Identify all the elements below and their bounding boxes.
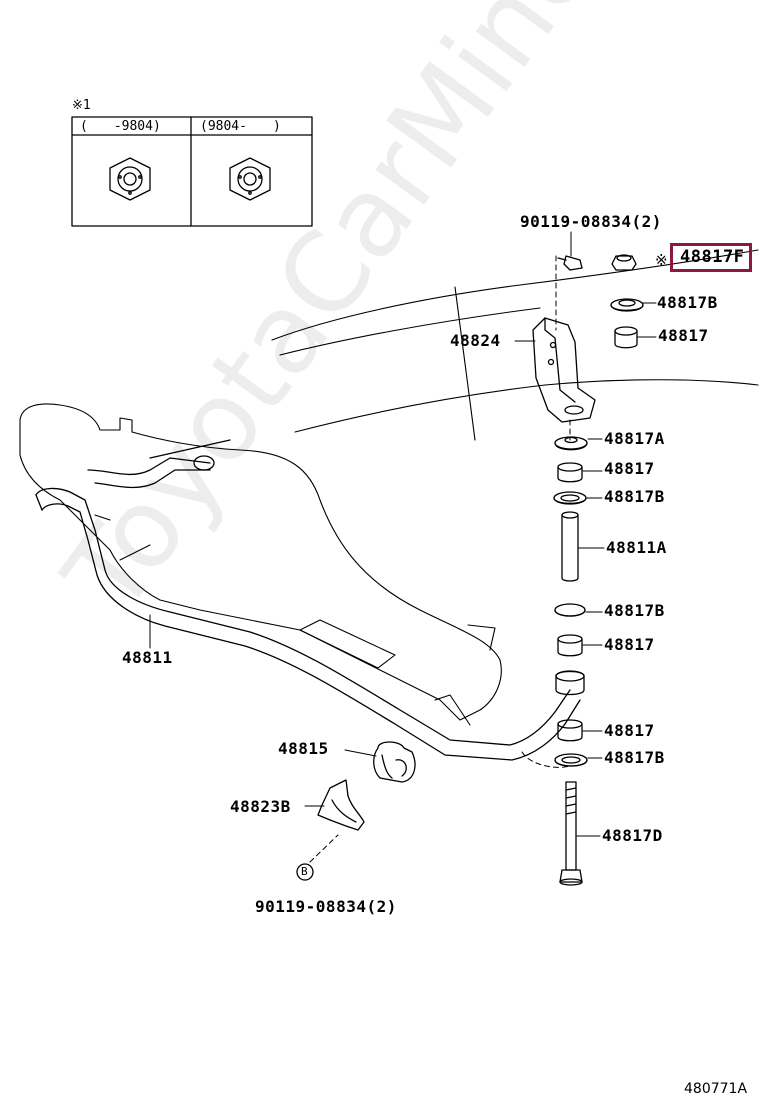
nut-old-icon <box>109 157 151 201</box>
cushion-48817-top-icon <box>614 326 638 349</box>
cushion-48817-4-icon <box>557 719 583 742</box>
label-cushion-2[interactable]: 48817 <box>604 459 655 478</box>
bushing-48815-icon <box>373 741 416 783</box>
inset-table <box>71 116 313 227</box>
bolt-top-icon <box>557 255 583 271</box>
retainer-48817b-3-icon <box>554 603 586 617</box>
nut-48817f-icon <box>611 254 637 271</box>
circle-b-marker <box>296 863 314 881</box>
transmission-housing <box>19 403 502 726</box>
label-collar[interactable]: 48811A <box>606 538 667 557</box>
frame-outline <box>271 249 759 441</box>
figure-id: 480771A <box>684 1081 748 1097</box>
cushion-48817-3-icon <box>557 634 583 657</box>
bracket-48823b-icon <box>317 779 365 831</box>
retainer-48817b-4-icon <box>554 753 588 767</box>
label-bolt-d[interactable]: 48817D <box>602 826 663 845</box>
label-bracket[interactable]: 48824 <box>450 331 501 350</box>
leader-lines <box>149 231 657 837</box>
label-retainer-b2[interactable]: 48817B <box>604 487 665 506</box>
label-bracket-b[interactable]: 48823B <box>230 797 291 816</box>
center-dashed-line <box>309 255 571 863</box>
circle-b-letter: B <box>301 865 308 878</box>
bolt-48817d-icon <box>559 781 583 886</box>
retainer-48817b-top-icon <box>610 298 644 312</box>
cushion-48817-2-icon <box>557 462 583 483</box>
label-retainer-b4[interactable]: 48817B <box>604 748 665 767</box>
inset-col-left: ( -9804) <box>80 119 161 134</box>
label-nut-48817f[interactable]: 48817F <box>670 243 753 272</box>
retainer-48817b-2-icon <box>553 491 587 505</box>
label-retainer-b3[interactable]: 48817B <box>604 601 665 620</box>
inset-col-right: (9804- ) <box>200 119 281 134</box>
bar-end-link <box>555 670 585 696</box>
collar-48811a-icon <box>561 511 579 582</box>
label-stabilizer-bar[interactable]: 48811 <box>122 648 173 667</box>
label-cushion-3[interactable]: 48817 <box>604 635 655 654</box>
label-cushion-top[interactable]: 48817 <box>658 326 709 345</box>
label-retainer-top[interactable]: 48817B <box>657 293 718 312</box>
label-retainer-a[interactable]: 48817A <box>604 429 665 448</box>
label-nut-mark: ※ <box>655 251 669 269</box>
stabilizer-bar <box>35 439 581 761</box>
label-bolt-top[interactable]: 90119-08834(2) <box>520 212 662 231</box>
nut-new-icon <box>229 157 271 201</box>
retainer-48817a-icon <box>554 436 588 451</box>
inset-note: ※1 <box>72 98 91 113</box>
label-cushion-4[interactable]: 48817 <box>604 721 655 740</box>
label-bushing[interactable]: 48815 <box>278 739 329 758</box>
label-bolt-bottom[interactable]: 90119-08834(2) <box>255 897 397 916</box>
bracket-48824-icon <box>532 317 596 423</box>
